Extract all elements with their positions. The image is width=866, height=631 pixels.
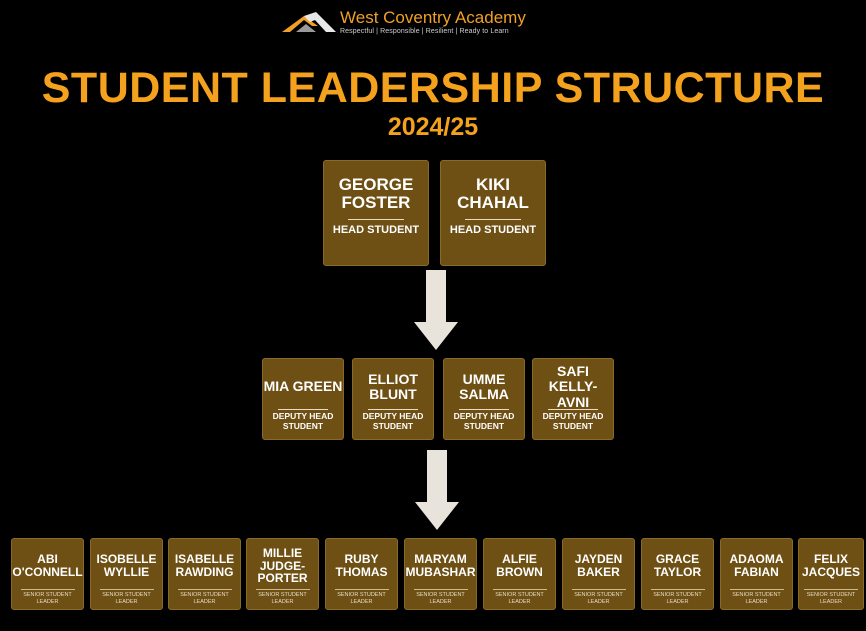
senior-leader-card: GRACE TAYLOR SENIOR STUDENT LEADER <box>641 538 714 610</box>
divider <box>492 589 547 590</box>
leader-role: SENIOR STUDENT LEADER <box>806 592 856 605</box>
senior-leader-card: MILLIE JUDGE-PORTER SENIOR STUDENT LEADE… <box>246 538 319 610</box>
leader-role: SENIOR STUDENT LEADER <box>574 592 623 605</box>
leader-role: DEPUTY HEAD STUDENT <box>272 411 334 431</box>
leader-name: GEORGE FOSTER <box>338 175 414 213</box>
head-student-card: KIKI CHAHAL HEAD STUDENT <box>440 160 546 266</box>
school-name: West Coventry Academy <box>340 8 526 27</box>
senior-leader-card: ABI O'CONNELL SENIOR STUDENT LEADER <box>11 538 84 610</box>
leader-name: ISABELLE RAWDING <box>174 552 235 579</box>
senior-leader-card: ADAOMA FABIAN SENIOR STUDENT LEADER <box>720 538 793 610</box>
divider <box>348 218 404 220</box>
divider <box>804 589 858 590</box>
deputy-head-card: UMME SALMA DEPUTY HEAD STUDENT <box>443 358 525 440</box>
leader-role: DEPUTY HEAD STUDENT <box>362 411 424 431</box>
divider <box>413 589 468 590</box>
leader-name: SAFI KELLY-AVNI <box>548 363 598 410</box>
leader-name: JAYDEN BAKER <box>574 552 623 579</box>
school-tagline: Respectful | Responsible | Resilient | R… <box>340 28 509 35</box>
divider <box>729 589 784 590</box>
leader-role: SENIOR STUDENT LEADER <box>495 592 544 605</box>
senior-leader-card: ISOBELLE WYLLIE SENIOR STUDENT LEADER <box>90 538 163 610</box>
leader-role: SENIOR STUDENT LEADER <box>653 592 702 605</box>
leader-name: MIA GREEN <box>263 378 343 395</box>
down-arrow-icon <box>415 450 459 530</box>
leader-role: SENIOR STUDENT LEADER <box>258 592 307 605</box>
senior-leader-card: ALFIE BROWN SENIOR STUDENT LEADER <box>483 538 556 610</box>
leader-name: ISOBELLE WYLLIE <box>96 552 157 579</box>
page-title: STUDENT LEADERSHIP STRUCTURE <box>41 64 825 112</box>
divider <box>334 589 389 590</box>
divider <box>20 589 75 590</box>
leader-name: MARYAM MUBASHAR <box>405 552 476 579</box>
leader-name: FELIX JACQUES <box>801 552 860 579</box>
leader-name: ABI O'CONNELL <box>12 552 83 579</box>
leader-role: DEPUTY HEAD STUDENT <box>453 411 515 431</box>
leader-role: DEPUTY HEAD STUDENT <box>542 411 604 431</box>
senior-leader-card: FELIX JACQUES SENIOR STUDENT LEADER <box>798 538 864 610</box>
leader-role: SENIOR STUDENT LEADER <box>732 592 781 605</box>
divider <box>255 589 310 590</box>
senior-leader-card: ISABELLE RAWDING SENIOR STUDENT LEADER <box>168 538 241 610</box>
page-subtitle-year: 2024/25 <box>387 113 479 141</box>
leader-role: HEAD STUDENT <box>449 223 537 236</box>
divider <box>548 409 598 410</box>
leader-role: SENIOR STUDENT LEADER <box>416 592 465 605</box>
leader-role: SENIOR STUDENT LEADER <box>180 592 229 605</box>
leader-name: ALFIE BROWN <box>496 552 543 579</box>
leader-role: SENIOR STUDENT LEADER <box>102 592 151 605</box>
deputy-head-card: ELLIOT BLUNT DEPUTY HEAD STUDENT <box>352 358 434 440</box>
deputy-head-card: SAFI KELLY-AVNI DEPUTY HEAD STUDENT <box>532 358 614 440</box>
deputy-head-card: MIA GREEN DEPUTY HEAD STUDENT <box>262 358 344 440</box>
divider <box>571 589 626 590</box>
leader-name: GRACE TAYLOR <box>653 552 702 579</box>
leader-name: ADAOMA FABIAN <box>729 552 784 579</box>
leader-role: SENIOR STUDENT LEADER <box>337 592 386 605</box>
senior-leader-card: MARYAM MUBASHAR SENIOR STUDENT LEADER <box>404 538 477 610</box>
leader-name: UMME SALMA <box>459 370 509 402</box>
senior-leader-card: JAYDEN BAKER SENIOR STUDENT LEADER <box>562 538 635 610</box>
leader-name: RUBY THOMAS <box>335 552 388 579</box>
divider <box>459 409 509 410</box>
divider <box>650 589 705 590</box>
school-logo: West Coventry Academy Respectful | Respo… <box>282 8 582 40</box>
leader-role: HEAD STUDENT <box>332 223 420 236</box>
divider <box>177 589 232 590</box>
divider <box>99 589 154 590</box>
leader-name: MILLIE JUDGE-PORTER <box>257 545 308 586</box>
mountain-logo-icon <box>282 12 336 32</box>
down-arrow-icon <box>414 270 458 350</box>
divider <box>278 409 328 410</box>
head-student-card: GEORGE FOSTER HEAD STUDENT <box>323 160 429 266</box>
senior-leader-card: RUBY THOMAS SENIOR STUDENT LEADER <box>325 538 398 610</box>
leader-role: SENIOR STUDENT LEADER <box>23 592 72 605</box>
divider <box>368 409 418 410</box>
leader-name: ELLIOT BLUNT <box>368 370 418 402</box>
leader-name: KIKI CHAHAL <box>457 175 529 213</box>
divider <box>465 218 521 220</box>
